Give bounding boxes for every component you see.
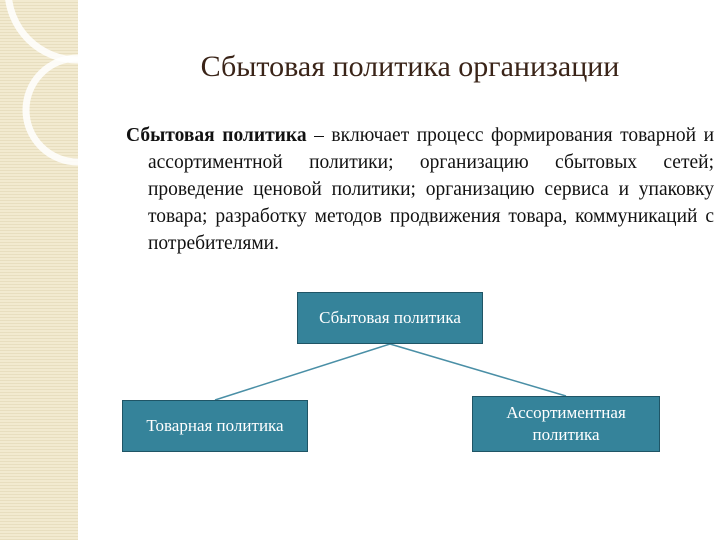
diagram-node-root: Сбытовая политика bbox=[297, 292, 483, 344]
diagram-node-assortment-policy: Ассортиментная политика bbox=[472, 396, 660, 452]
decorative-side-strip bbox=[0, 0, 78, 540]
definition-paragraph: Сбытовая политика – включает процесс фор… bbox=[126, 122, 714, 257]
slide-title: Сбытовая политика организации bbox=[200, 50, 620, 83]
definition-term: Сбытовая политика bbox=[126, 125, 307, 146]
connector-root-to-left bbox=[214, 343, 391, 401]
connector-root-to-right bbox=[389, 343, 567, 397]
diagram-node-product-policy: Товарная политика bbox=[122, 400, 308, 452]
definition-text: – включает процесс формирования товарной… bbox=[148, 125, 715, 254]
decorative-circles bbox=[5, 0, 78, 166]
